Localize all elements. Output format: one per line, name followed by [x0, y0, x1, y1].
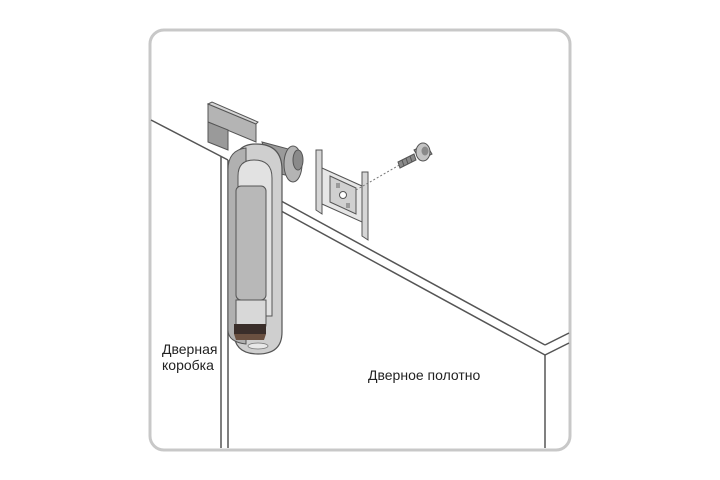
mounting-bracket-icon [315, 149, 369, 241]
swinghandle-lock-icon [206, 101, 304, 355]
door-frame-label-line2: коробка [162, 357, 214, 373]
diagram-border [148, 28, 572, 452]
door-leaf-label: Дверное полотно [368, 367, 481, 383]
door-frame-label: Дверная коробка [162, 341, 217, 373]
door-frame-label-line1: Дверная [162, 341, 218, 357]
screw-icon [397, 142, 433, 169]
